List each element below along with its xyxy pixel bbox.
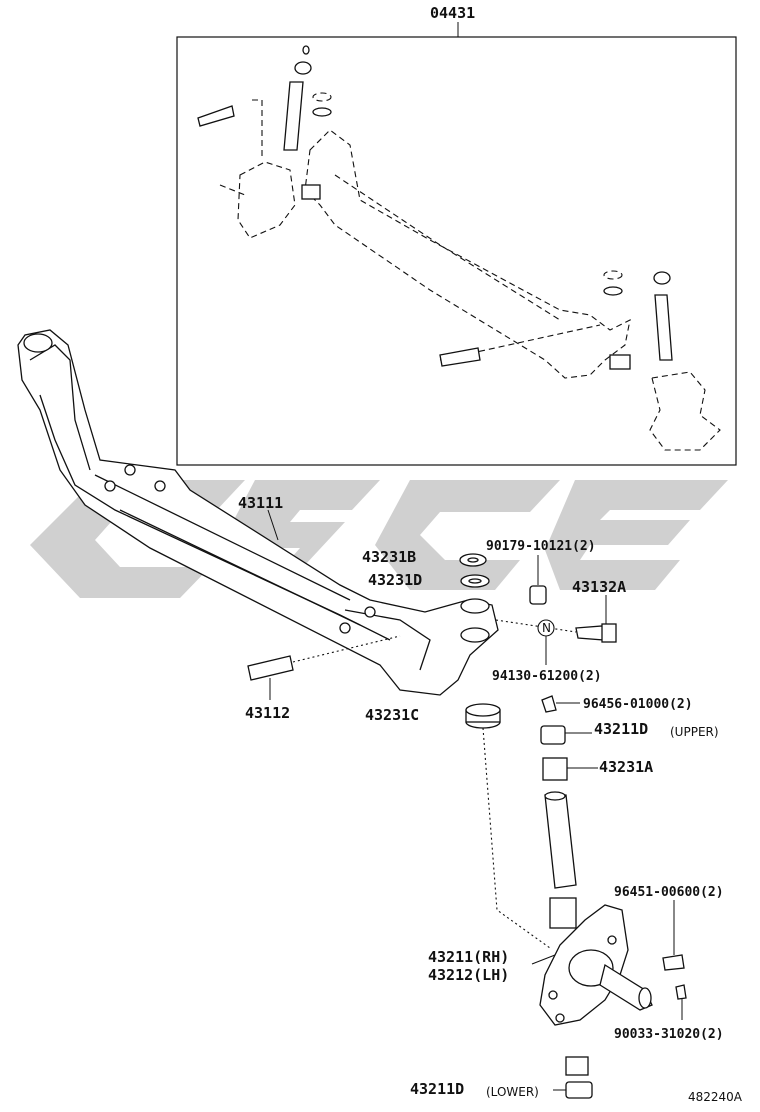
bushing-43211d-lower[interactable]: [565, 1081, 593, 1099]
part-label-43231a[interactable]: 43231A: [599, 758, 653, 776]
part-label-43112[interactable]: 43112: [245, 704, 290, 722]
fitting-96456[interactable]: [541, 695, 557, 713]
bushing-43231a[interactable]: [542, 757, 568, 781]
part-label-43231c[interactable]: 43231C: [365, 706, 419, 724]
stud-43112[interactable]: [247, 655, 294, 681]
lower-note: (LOWER): [486, 1085, 539, 1099]
bushing-43211d-upper[interactable]: [540, 725, 566, 745]
king-pin[interactable]: [544, 794, 577, 889]
inset-axle-outline: [219, 99, 721, 451]
part-label-43132a[interactable]: 43132A: [572, 578, 626, 596]
part-label-43211[interactable]: 43211(RH): [428, 948, 509, 966]
part-label-96451[interactable]: 96451-00600(2): [614, 885, 724, 900]
nut-marker-label: N: [542, 621, 551, 635]
assembly-box-label: 04431: [430, 4, 475, 22]
part-label-90179[interactable]: 90179-10121(2): [486, 539, 596, 554]
axle-beam: [17, 329, 499, 696]
upper-note: (UPPER): [670, 725, 719, 739]
part-label-43211d-lower[interactable]: 43211D: [410, 1080, 464, 1098]
nut-90179[interactable]: [529, 585, 547, 605]
inset-kingpin-right: [439, 270, 673, 370]
part-label-43111[interactable]: 43111: [238, 494, 283, 512]
washer-43231b[interactable]: [459, 553, 487, 567]
figure-id: 482240A: [688, 1090, 743, 1104]
part-label-43212[interactable]: 43212(LH): [428, 966, 509, 984]
fitting-96451[interactable]: [662, 954, 685, 971]
steering-knuckle[interactable]: [539, 897, 653, 1026]
fitting-90033[interactable]: [675, 984, 687, 1000]
inset-kingpin-left: [197, 45, 332, 200]
assembly-box: [176, 36, 737, 466]
part-label-43231b[interactable]: 43231B: [362, 548, 416, 566]
part-label-43211d-upper[interactable]: 43211D: [594, 720, 648, 738]
part-label-43231d[interactable]: 43231D: [368, 571, 422, 589]
bushing-lower[interactable]: [565, 1056, 589, 1076]
bearing-43231c[interactable]: [465, 703, 501, 729]
washer-43231d[interactable]: [460, 574, 490, 588]
part-label-94130[interactable]: 94130-61200(2): [492, 669, 602, 684]
part-label-96456[interactable]: 96456-01000(2): [583, 697, 693, 712]
part-label-90033[interactable]: 90033-31020(2): [614, 1027, 724, 1042]
bolt-43132a[interactable]: [575, 625, 605, 641]
